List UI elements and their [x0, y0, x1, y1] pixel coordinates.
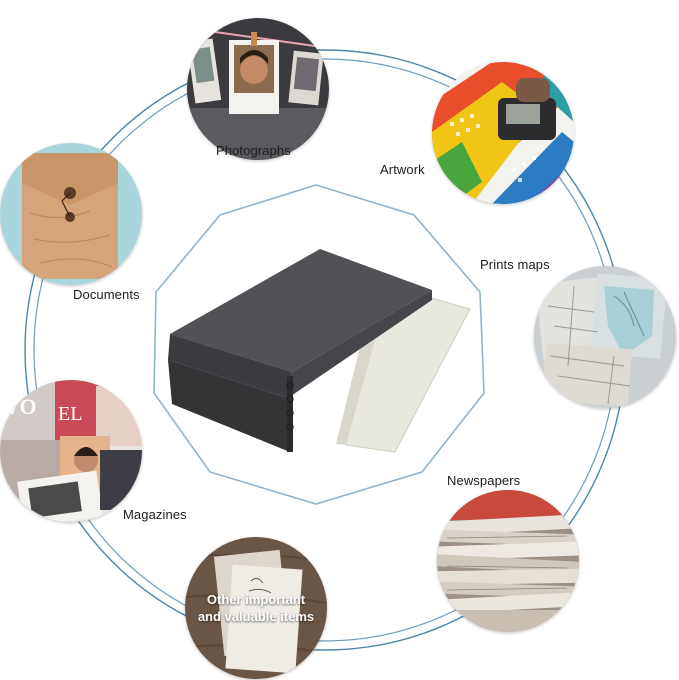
kraft-envelope-icon — [0, 143, 142, 285]
archival-box-icon — [168, 249, 471, 453]
documents-image — [0, 143, 142, 285]
svg-text:EL: EL — [58, 403, 82, 425]
label-newspapers: Newspapers — [447, 473, 521, 488]
calendar-artwork-icon — [432, 62, 574, 204]
artwork-image — [432, 62, 574, 204]
other-items-label: Other important and valuable items — [185, 591, 327, 625]
label-photographs: Photographs — [216, 143, 291, 158]
label-documents: Documents — [73, 287, 140, 302]
vintage-maps-icon — [534, 266, 676, 408]
hanging-photographs-icon — [187, 18, 329, 160]
label-magazines: Magazines — [123, 507, 187, 522]
label-prints-maps: Prints maps — [480, 257, 550, 272]
other-items-image: Other important and valuable items — [185, 537, 327, 679]
newspaper-stack-icon — [437, 490, 579, 632]
photographs-image — [187, 18, 329, 160]
magazines-image: VO EL — [0, 380, 142, 522]
magazine-covers-icon: VO EL — [0, 380, 142, 522]
newspapers-image — [437, 490, 579, 632]
prints-maps-image — [534, 266, 676, 408]
label-artwork: Artwork — [380, 162, 425, 177]
other-items-label-line1: Other important — [206, 592, 306, 607]
other-items-label-line2: and valuable items — [197, 609, 315, 624]
